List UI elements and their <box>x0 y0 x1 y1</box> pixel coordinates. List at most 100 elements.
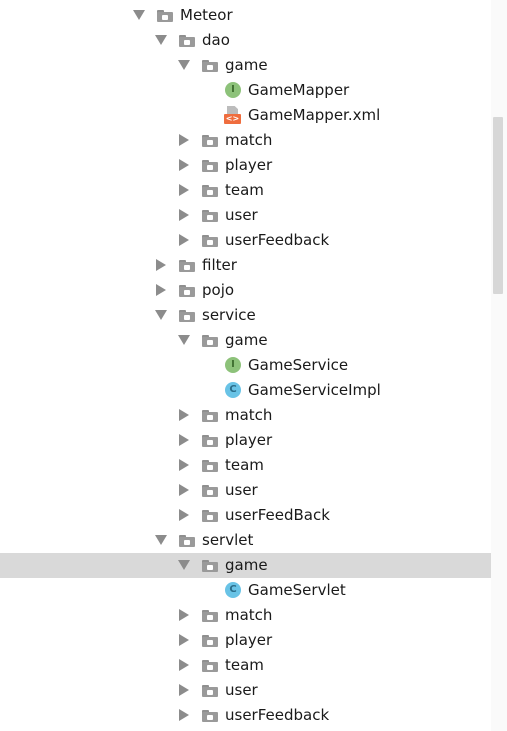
tree-row-folder[interactable]: user <box>0 678 507 703</box>
collapsed-arrow-icon[interactable] <box>179 709 189 721</box>
tree-row-folder[interactable]: team <box>0 178 507 203</box>
tree-row-label: GameServiceImpl <box>248 381 381 399</box>
tree-row-folder[interactable]: filter <box>0 253 507 278</box>
tree-row-label: Meteor <box>180 6 233 24</box>
scrollbar-track[interactable] <box>491 0 507 731</box>
tree-row-label: match <box>225 406 273 424</box>
collapsed-arrow-icon[interactable] <box>179 484 189 496</box>
collapsed-arrow-icon[interactable] <box>156 284 166 296</box>
folder-icon <box>202 510 218 522</box>
tree-row-label: player <box>225 431 273 449</box>
tree-row-folder[interactable]: match <box>0 403 507 428</box>
tree-row-label: userFeedback <box>225 706 330 724</box>
folder-icon <box>202 135 218 147</box>
collapsed-arrow-icon[interactable] <box>179 684 189 696</box>
folder-icon <box>202 435 218 447</box>
tree-row-label: GameMapper.xml <box>248 106 381 124</box>
folder-icon <box>202 60 218 72</box>
tree-row-label: servlet <box>202 531 254 549</box>
tree-row-class[interactable]: C GameServiceImpl <box>0 378 507 403</box>
expanded-arrow-icon[interactable] <box>178 560 190 570</box>
tree-row-label: GameServlet <box>248 581 346 599</box>
tree-row-folder[interactable]: game <box>0 53 507 78</box>
expanded-arrow-icon[interactable] <box>178 60 190 70</box>
tree-row-label: userFeedback <box>225 231 330 249</box>
expanded-arrow-icon[interactable] <box>133 10 145 20</box>
folder-icon <box>179 310 195 322</box>
interface-icon: I <box>225 82 241 98</box>
tree-row-folder[interactable]: pojo <box>0 278 507 303</box>
collapsed-arrow-icon[interactable] <box>179 659 189 671</box>
tree-row-folder[interactable]: userFeedback <box>0 703 507 728</box>
expanded-arrow-icon[interactable] <box>155 35 167 45</box>
collapsed-arrow-icon[interactable] <box>179 159 189 171</box>
folder-icon <box>202 660 218 672</box>
tree-row-folder[interactable]: servlet <box>0 528 507 553</box>
folder-icon <box>179 35 195 47</box>
tree-row-folder[interactable]: user <box>0 478 507 503</box>
folder-icon <box>202 560 218 572</box>
folder-icon <box>202 485 218 497</box>
class-icon: C <box>225 382 241 398</box>
tree-row-label: service <box>202 306 256 324</box>
expanded-arrow-icon[interactable] <box>155 535 167 545</box>
tree-row-label: team <box>225 456 264 474</box>
folder-icon <box>202 610 218 622</box>
collapsed-arrow-icon[interactable] <box>179 134 189 146</box>
folder-icon <box>202 710 218 722</box>
collapsed-arrow-icon[interactable] <box>179 184 189 196</box>
collapsed-arrow-icon[interactable] <box>179 409 189 421</box>
tree-row-folder[interactable]: userFeedBack <box>0 503 507 528</box>
tree-row-xml[interactable]: <> GameMapper.xml <box>0 103 507 128</box>
folder-icon <box>202 685 218 697</box>
interface-icon: I <box>225 357 241 373</box>
tree-row-label: team <box>225 656 264 674</box>
folder-icon <box>179 260 195 272</box>
tree-row-folder[interactable]: player <box>0 153 507 178</box>
folder-icon <box>179 285 195 297</box>
tree-row-folder[interactable]: team <box>0 453 507 478</box>
tree-row-label: match <box>225 131 273 149</box>
tree-row-label: pojo <box>202 281 235 299</box>
tree-row-folder[interactable]: game <box>0 328 507 353</box>
xml-file-icon: <> <box>224 106 241 124</box>
collapsed-arrow-icon[interactable] <box>179 634 189 646</box>
collapsed-arrow-icon[interactable] <box>179 459 189 471</box>
tree-row-folder[interactable]: team <box>0 653 507 678</box>
tree-row-folder[interactable]: dao <box>0 28 507 53</box>
tree-row-label: team <box>225 181 264 199</box>
expanded-arrow-icon[interactable] <box>155 310 167 320</box>
folder-icon <box>157 10 173 22</box>
tree-row-folder[interactable]: service <box>0 303 507 328</box>
folder-icon <box>202 185 218 197</box>
tree-row-folder[interactable]: match <box>0 128 507 153</box>
tree-row-folder[interactable]: player <box>0 628 507 653</box>
tree-row-folder[interactable]: game <box>0 553 507 578</box>
folder-icon <box>202 410 218 422</box>
tree-row-label: user <box>225 481 258 499</box>
expanded-arrow-icon[interactable] <box>178 335 190 345</box>
folder-icon <box>202 635 218 647</box>
collapsed-arrow-icon[interactable] <box>179 434 189 446</box>
folder-icon <box>202 235 218 247</box>
tree-row-folder[interactable]: player <box>0 428 507 453</box>
tree-row-label: GameMapper <box>248 81 350 99</box>
tree-row-interface[interactable]: I GameMapper <box>0 78 507 103</box>
tree-row-label: match <box>225 606 273 624</box>
tree-row-label: userFeedBack <box>225 506 330 524</box>
tree-row-folder[interactable]: user <box>0 203 507 228</box>
scrollbar-thumb[interactable] <box>493 117 503 294</box>
collapsed-arrow-icon[interactable] <box>179 234 189 246</box>
tree-row-folder[interactable]: Meteor <box>0 3 507 28</box>
collapsed-arrow-icon[interactable] <box>156 259 166 271</box>
tree-row-label: player <box>225 631 273 649</box>
tree-row-label: game <box>225 556 268 574</box>
tree-row-folder[interactable]: userFeedback <box>0 228 507 253</box>
tree-row-label: filter <box>202 256 237 274</box>
tree-row-folder[interactable]: match <box>0 603 507 628</box>
collapsed-arrow-icon[interactable] <box>179 509 189 521</box>
collapsed-arrow-icon[interactable] <box>179 209 189 221</box>
collapsed-arrow-icon[interactable] <box>179 609 189 621</box>
